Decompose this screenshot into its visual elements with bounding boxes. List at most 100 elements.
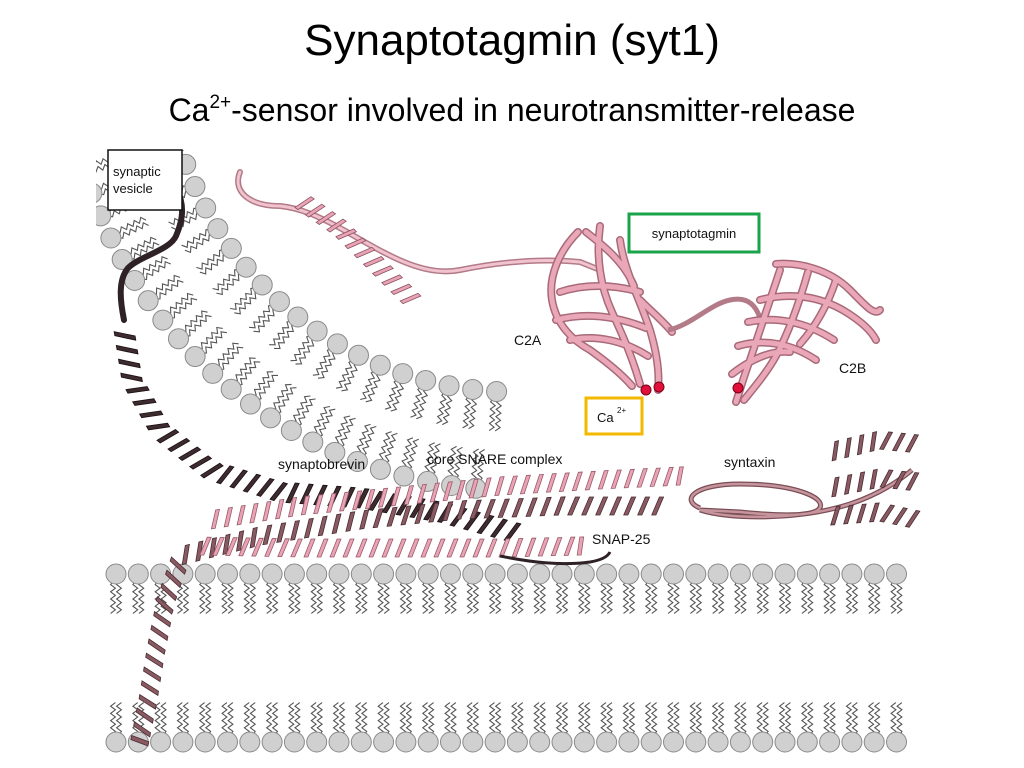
- lipid-head: [184, 346, 206, 368]
- lipid-tail: [383, 702, 390, 736]
- lipid-tail: [784, 702, 792, 736]
- lipid-tail: [204, 702, 212, 736]
- lipid-tail: [689, 580, 697, 614]
- lipid-tail: [650, 580, 658, 614]
- lipid-tail: [622, 580, 630, 614]
- lipid-tail: [129, 97, 161, 106]
- lipid-head: [194, 731, 216, 753]
- lipid-tail: [896, 702, 903, 736]
- lipid-tail: [377, 580, 384, 614]
- helix-turn: [359, 509, 370, 530]
- lipid-head: [819, 563, 841, 585]
- lipid-head: [841, 563, 863, 585]
- helix-turn: [331, 513, 342, 535]
- lipid-head: [350, 731, 372, 753]
- lipid-tail: [221, 702, 228, 736]
- lipid-tail: [316, 580, 324, 614]
- lipid-head: [207, 218, 229, 240]
- helix-turn: [469, 499, 482, 520]
- lipid-head: [393, 465, 415, 487]
- lipid-tail: [230, 287, 256, 311]
- lipid-head: [819, 731, 841, 753]
- helix-turn: [399, 292, 422, 305]
- lipid-head: [137, 290, 159, 312]
- lipid-tail: [354, 580, 362, 614]
- subtitle-prefix: Ca: [168, 92, 210, 128]
- helix-turn: [472, 538, 485, 558]
- helix-turn: [195, 540, 204, 562]
- lipid-tail: [476, 449, 485, 482]
- lipid-tail: [196, 249, 224, 270]
- lipid-tail: [845, 702, 853, 736]
- lipid-tail: [219, 346, 244, 371]
- snap25-tail: [499, 551, 612, 566]
- lipid-tail: [317, 351, 337, 379]
- lipid-head: [172, 731, 194, 753]
- syntaxin-loop: [688, 468, 914, 520]
- helix-turn: [485, 538, 498, 558]
- lipid-head: [105, 731, 127, 753]
- lipid-tail: [606, 580, 613, 614]
- lipid-tail: [689, 702, 697, 736]
- helix-turn: [316, 538, 329, 558]
- helix-turn: [869, 468, 878, 490]
- lipid-tail: [269, 320, 292, 346]
- calcium-ions: [640, 381, 744, 396]
- lipid-tail: [644, 580, 652, 614]
- helix-turn: [300, 495, 311, 516]
- lipid-tail: [539, 580, 547, 614]
- helix-turn: [636, 468, 648, 488]
- helix-turn: [255, 477, 275, 497]
- syntaxin-tm-helix: [130, 556, 187, 747]
- lipid-head: [220, 378, 242, 400]
- lipid-head: [194, 563, 216, 585]
- helix-turn: [403, 485, 415, 506]
- lipid-head: [395, 731, 417, 753]
- lipid-head: [663, 563, 684, 585]
- lipid-head: [462, 731, 484, 753]
- lipid-tail: [384, 378, 399, 410]
- lipid-tail: [160, 702, 167, 736]
- helix-turn: [892, 507, 908, 526]
- lipid-tail: [600, 702, 607, 736]
- lipid-head: [886, 731, 907, 753]
- lipid-head: [328, 731, 350, 753]
- helix-turn: [287, 496, 298, 518]
- helix-turn: [831, 440, 840, 462]
- lipid-tail: [249, 580, 257, 614]
- c2b-label: C2B: [839, 360, 866, 376]
- lipid-head: [551, 731, 573, 753]
- lipid-head: [100, 227, 122, 249]
- lipid-head: [157, 85, 177, 105]
- lipid-head: [217, 563, 238, 585]
- lipid-tail: [427, 580, 435, 614]
- lipid-tail: [310, 702, 318, 736]
- lipid-tail: [577, 702, 585, 736]
- lipid-tail: [867, 702, 875, 736]
- helix-turn: [545, 473, 557, 493]
- lipid-tail: [297, 398, 316, 427]
- helix-turn: [275, 498, 285, 520]
- lipid-tail: [273, 323, 296, 350]
- lipid-tail: [184, 234, 214, 254]
- lipid-head: [685, 563, 707, 585]
- lipid-head: [707, 731, 729, 753]
- helix-turn: [442, 501, 454, 522]
- helix-turn: [878, 431, 894, 450]
- lipid-tail: [444, 580, 451, 614]
- lipid-tail: [171, 212, 201, 231]
- lipid-head: [863, 731, 885, 753]
- helix-turn: [576, 536, 585, 556]
- lipid-head: [462, 378, 484, 400]
- lipid-head: [863, 563, 885, 585]
- lipid-tail: [271, 702, 279, 736]
- lipid-tail: [313, 405, 331, 435]
- lipid-tail: [494, 398, 503, 432]
- helix-turn: [133, 721, 152, 738]
- lipid-tail: [450, 702, 457, 736]
- helix-turn: [446, 538, 459, 558]
- lipid-head: [56, 65, 76, 85]
- lipid-head: [596, 563, 618, 585]
- helix-turn: [381, 274, 404, 286]
- lipid-tail: [354, 702, 362, 736]
